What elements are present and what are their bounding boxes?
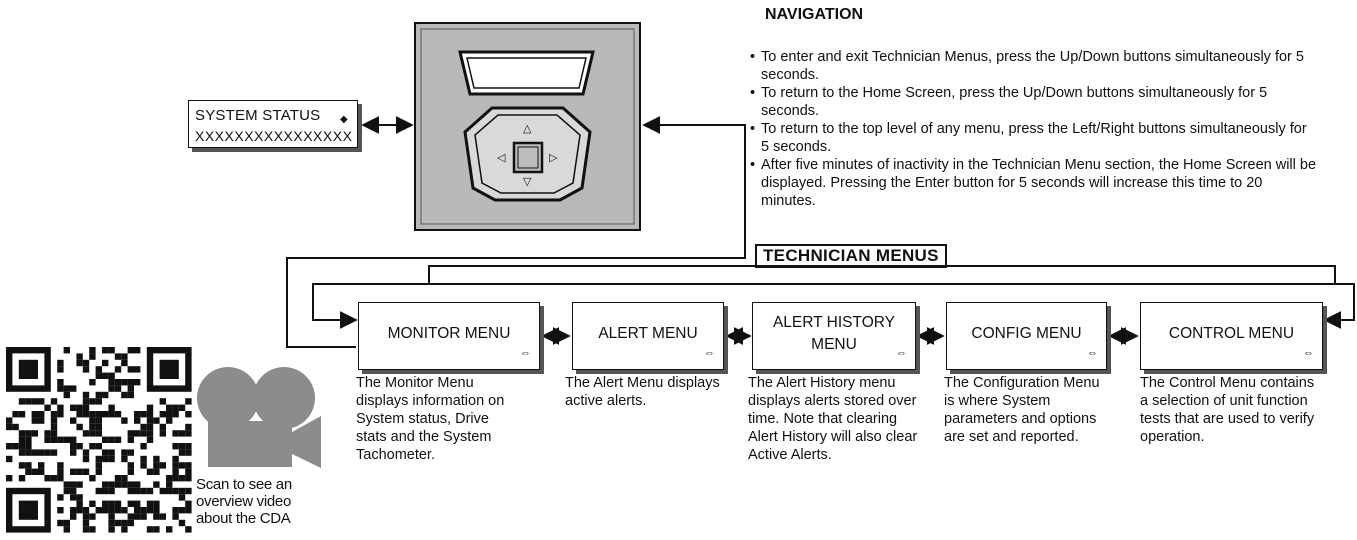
video-caption: Scan to see an overview video about the … <box>196 476 292 527</box>
monitor-menu-box[interactable]: MONITOR MENU ⇔ <box>358 302 540 370</box>
navigation-item: To enter and exit Technician Menus, pres… <box>735 48 1315 84</box>
left-arrow-icon[interactable]: ◁ <box>497 152 506 164</box>
wraparound-right-line <box>312 283 1355 329</box>
status-title: SYSTEM STATUS <box>195 107 321 124</box>
config-menu-box[interactable]: CONFIG MENU ⇔ <box>946 302 1107 370</box>
selector-icon: ⇔ <box>1303 347 1314 359</box>
control-menu-description: The Control Menu contains a selection of… <box>1140 375 1315 445</box>
wraparound-top-line <box>428 265 1336 284</box>
config-menu-description: The Configuration Menu is where System p… <box>944 375 1100 445</box>
alert-history-menu-description: The Alert History menu displays alerts s… <box>748 375 918 463</box>
down-arrow-icon[interactable]: ▽ <box>523 176 532 188</box>
menu-label: CONFIG MENU <box>971 325 1082 342</box>
menu-label: CONTROL MENU <box>1168 325 1295 342</box>
keypad-panel <box>414 22 641 231</box>
system-status-screen: SYSTEM STATUS ◆ XXXXXXXXXXXXXXXX <box>188 100 358 148</box>
caption-line: about the CDA <box>196 510 291 527</box>
alert-menu-box[interactable]: ALERT MENU ⇔ <box>572 302 724 370</box>
selector-icon: ⇔ <box>520 347 531 359</box>
right-arrow-icon[interactable]: ▷ <box>549 152 558 164</box>
caption-line: overview video <box>196 493 292 510</box>
technician-menus-title: TECHNICIAN MENUS <box>755 244 947 268</box>
monitor-menu-description: The Monitor Menu displays information on… <box>356 375 505 463</box>
selector-icon: ◆ <box>340 114 348 125</box>
selector-icon: ⇔ <box>896 347 907 359</box>
alert-history-menu-box[interactable]: ALERT HISTORY MENU ⇔ <box>752 302 916 370</box>
alert-menu-description: The Alert Menu displays active alerts. <box>565 375 720 409</box>
control-menu-box[interactable]: CONTROL MENU ⇔ <box>1140 302 1323 370</box>
menu-label-line1: ALERT HISTORY <box>772 314 896 331</box>
menu-label-line2: MENU <box>811 336 857 353</box>
navigation-item: To return to the Home Screen, press the … <box>735 84 1315 120</box>
menu-label: MONITOR MENU <box>387 325 511 342</box>
navigation-list: To enter and exit Technician Menus, pres… <box>735 48 1317 210</box>
status-value: XXXXXXXXXXXXXXXX <box>195 128 353 144</box>
menu-label: ALERT MENU <box>598 325 698 342</box>
navigation-title: NAVIGATION <box>765 6 864 23</box>
keypad-display <box>458 50 595 96</box>
selector-icon: ⇔ <box>704 347 715 359</box>
monitor-to-keypad-line <box>286 116 746 348</box>
caption-line: Scan to see an <box>196 476 292 493</box>
up-arrow-icon[interactable]: △ <box>523 123 532 135</box>
qr-code <box>4 345 194 535</box>
selector-icon: ⇔ <box>1087 347 1098 359</box>
video-camera-icon <box>197 367 321 468</box>
navigation-item: After five minutes of inactivity in the … <box>735 156 1317 210</box>
navigation-item: To return to the top level of any menu, … <box>735 120 1315 156</box>
enter-button <box>512 141 544 174</box>
